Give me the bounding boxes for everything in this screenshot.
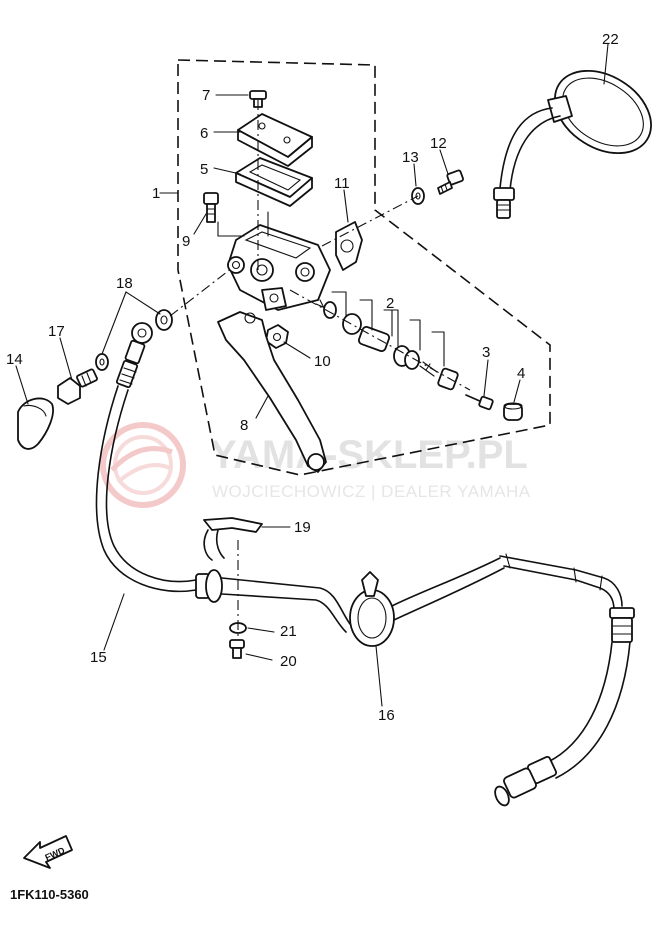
part-12-bolt xyxy=(437,169,464,195)
part-8-brake-lever xyxy=(217,311,327,473)
part-13-washer xyxy=(411,187,425,205)
callout-20: 20 xyxy=(280,653,297,670)
diagram-code: 1FK110-5360 xyxy=(10,887,89,902)
callout-15: 15 xyxy=(90,649,107,666)
forward-arrow-icon: FWD xyxy=(23,835,73,869)
callout-6: 6 xyxy=(200,125,208,142)
master-cylinder-assembly-boundary xyxy=(177,59,551,476)
watermark-title: YAMA-SKLEP.PL xyxy=(210,433,528,477)
callout-1: 1 xyxy=(152,185,160,202)
part-20-screw xyxy=(229,639,245,659)
brake-line-lower xyxy=(494,553,635,807)
callout-13: 13 xyxy=(402,149,419,166)
part-19-clamp xyxy=(203,517,263,561)
master-cylinder-body xyxy=(217,211,331,311)
part-2-piston-kit xyxy=(315,291,459,391)
part-22-mirror xyxy=(493,69,652,219)
callout-22: 22 xyxy=(602,31,619,48)
part-11-holder xyxy=(335,221,363,271)
callout-14: 14 xyxy=(6,351,23,368)
part-17-union-bolt xyxy=(57,368,98,405)
callout-8: 8 xyxy=(240,417,248,434)
callout-11: 11 xyxy=(334,175,350,192)
callout-3: 3 xyxy=(482,344,490,361)
leader-lines xyxy=(15,43,609,707)
watermark-logo-icon xyxy=(100,422,186,508)
part-3-screw xyxy=(465,394,494,411)
watermark: YAMA-SKLEP.PL WOJCIECHOWICZ | DEALER YAM… xyxy=(100,422,531,508)
callout-9: 9 xyxy=(182,233,190,250)
callout-4: 4 xyxy=(517,365,525,382)
callout-18: 18 xyxy=(116,275,133,292)
part-4-cap xyxy=(503,402,523,421)
callout-7: 7 xyxy=(202,87,210,104)
part-15-brake-hose xyxy=(95,322,351,633)
part-14-boot xyxy=(17,397,54,450)
callout-17: 17 xyxy=(48,323,65,340)
callout-10: 10 xyxy=(314,353,331,370)
callout-16: 16 xyxy=(378,707,395,724)
callout-21: 21 xyxy=(280,623,297,640)
part-16-hose-guide xyxy=(349,557,505,647)
callout-5: 5 xyxy=(200,161,208,178)
part-6-reservoir-cap xyxy=(237,113,313,167)
part-5-diaphragm xyxy=(235,157,313,207)
callout-12: 12 xyxy=(430,135,447,152)
part-9-bolt xyxy=(203,192,219,223)
alignment-lines xyxy=(169,100,471,640)
callout-labels: 1 2 3 4 5 6 7 8 9 10 11 12 13 14 15 16 1… xyxy=(6,31,619,724)
callout-19: 19 xyxy=(294,519,311,536)
callout-2: 2 xyxy=(386,295,394,312)
watermark-subtitle: WOJCIECHOWICZ | DEALER YAMAHA xyxy=(212,482,531,501)
